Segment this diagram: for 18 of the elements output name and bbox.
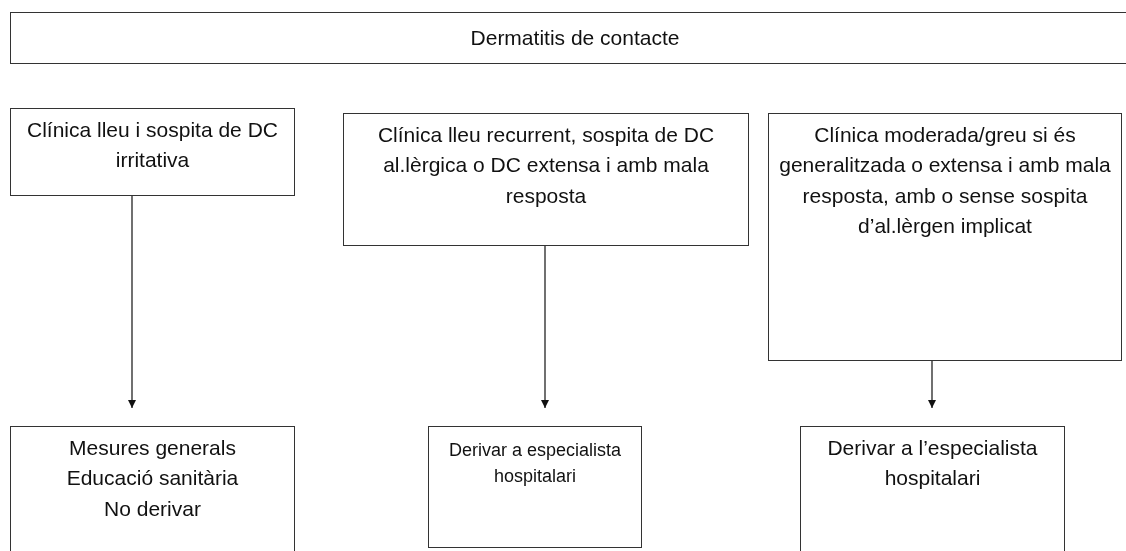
box-text: No derivar xyxy=(104,495,201,522)
process-box xyxy=(428,426,642,548)
title-box: Dermatitis de contacte xyxy=(10,12,1126,64)
box-text: Clínica lleu recurrent, sospita de DC al.lèrgica o DC extensa i amb mala resposta xyxy=(376,122,716,209)
process-box xyxy=(768,113,1122,361)
box-text: Clínica lleu i sospita de DC irritativa xyxy=(26,117,279,174)
arrow xyxy=(927,360,937,409)
process-box xyxy=(10,108,295,196)
box-text: Clínica moderada/greu si és generalitzada o extensa i amb mala resposta, amb o sense sospita d’al.lèrgen implicat xyxy=(778,122,1112,240)
arrow xyxy=(540,245,550,409)
box-text: Derivar a l’especialista hospitalari xyxy=(826,435,1039,492)
process-box xyxy=(343,113,749,246)
box-text: Derivar a especialista hospitalari xyxy=(447,439,623,489)
arrow xyxy=(127,195,137,409)
box-text: Mesures generals xyxy=(69,435,236,461)
process-box xyxy=(10,426,295,551)
box-text: Educació sanitària xyxy=(66,465,239,492)
process-box xyxy=(800,426,1065,551)
